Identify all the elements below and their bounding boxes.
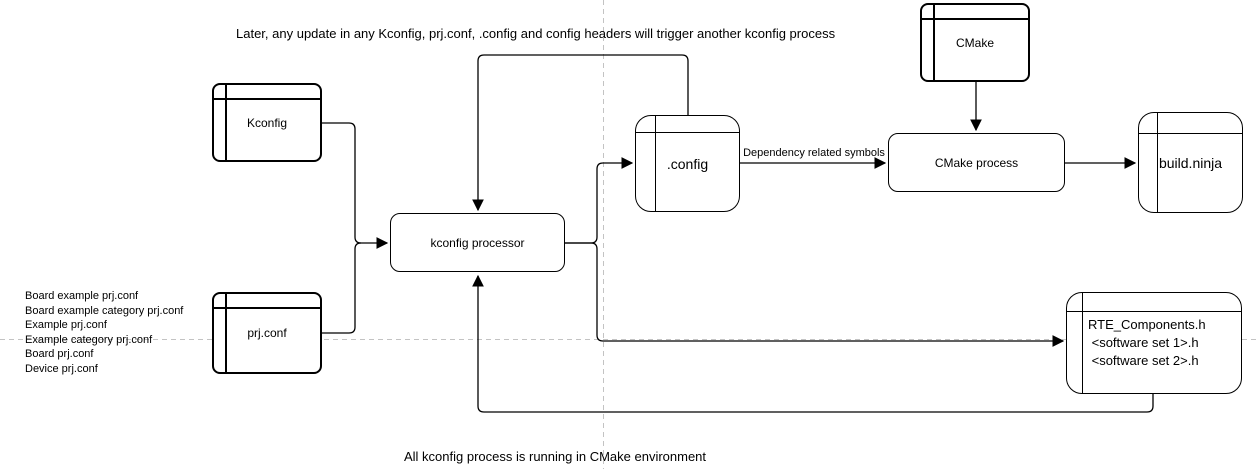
top-note: Later, any update in any Kconfig, prj.co… xyxy=(236,26,836,41)
file-box-top-line xyxy=(636,132,739,133)
node-build-ninja: build.ninja xyxy=(1138,112,1243,213)
edge-kconfig-to-junction xyxy=(322,122,362,244)
node-kconfig-processor: kconfig processor xyxy=(390,213,565,272)
file-box-left-line xyxy=(225,294,227,372)
list-item: Board prj.conf xyxy=(25,348,94,361)
list-item: Board example category prj.conf xyxy=(25,304,184,317)
file-box-left-line xyxy=(1082,293,1083,393)
list-item: Device prj.conf xyxy=(25,362,98,375)
node-label: .config xyxy=(666,155,709,172)
node-label: RTE_Components.h xyxy=(1088,317,1206,332)
file-box-left-line xyxy=(1157,113,1158,212)
file-box-top-line xyxy=(1067,311,1241,312)
node-label: <software set 2>.h xyxy=(1088,353,1199,368)
edge-processor-to-rte xyxy=(565,242,1065,347)
node-cmake-process: CMake process xyxy=(888,133,1065,192)
file-box-top-line xyxy=(922,18,1028,20)
node-dot-config: .config xyxy=(635,115,740,212)
file-box-left-line xyxy=(933,5,935,80)
file-box-left-line xyxy=(655,116,656,211)
list-item: Example prj.conf xyxy=(25,319,107,332)
node-label: kconfig processor xyxy=(430,235,525,250)
node-kconfig: Kconfig xyxy=(212,83,322,162)
file-box-top-line xyxy=(1139,133,1242,134)
node-rte-components: RTE_Components.h <software set 1>.h <sof… xyxy=(1066,292,1242,394)
list-item: Board example prj.conf xyxy=(25,290,139,302)
node-label: Kconfig xyxy=(246,115,288,130)
node-cmake: CMake xyxy=(920,3,1030,82)
edge-processor-to-config xyxy=(565,157,634,244)
edge-config-to-processor-loop xyxy=(472,54,689,212)
file-box-top-line xyxy=(214,98,320,100)
node-label: prj.conf xyxy=(247,326,287,340)
list-item: Example category prj.conf xyxy=(25,333,153,346)
node-label: build.ninja xyxy=(1158,154,1223,171)
edge-prjconf-to-junction xyxy=(322,242,362,334)
node-label: CMake process xyxy=(934,155,1019,170)
file-box-left-line xyxy=(225,85,227,160)
node-label: <software set 1>.h xyxy=(1088,335,1199,350)
edge-rte-to-processor-feedback xyxy=(472,274,1154,413)
edge-label-dependency-symbols: Dependency related symbols xyxy=(743,147,885,159)
node-label: CMake xyxy=(955,35,994,50)
bottom-note: All kconfig process is running in CMake … xyxy=(404,449,707,464)
file-box-top-line xyxy=(214,307,320,309)
prjconf-variants-list: Board example prj.conf Board example cat… xyxy=(25,289,183,377)
node-prjconf: prj.conf xyxy=(212,292,322,374)
